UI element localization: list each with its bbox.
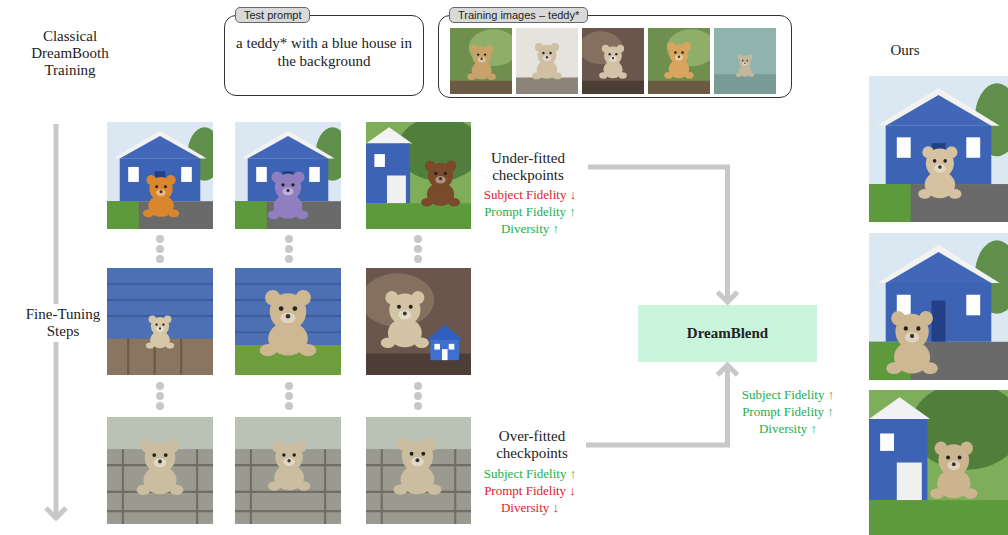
metric-note: Subject Fidelity ↑ [468, 465, 592, 482]
arrowhead [718, 292, 738, 302]
flow-arrow [588, 167, 738, 302]
tab-label: Test prompt [235, 7, 310, 23]
checkpoint-group: Under-fitted checkpoints [470, 148, 586, 186]
training-images [450, 28, 776, 94]
tab-label: Training images – teddy* [449, 7, 588, 23]
ellipsis-dots [156, 235, 422, 410]
column-heading: Ours [870, 42, 940, 59]
connector-line [588, 167, 728, 302]
metric-note: Diversity ↓ [468, 499, 592, 516]
group-label: Under-fitted checkpoints [470, 148, 586, 186]
metric-note: Subject Fidelity ↓ [468, 186, 592, 203]
checkpoint-images [107, 117, 482, 524]
result-images [869, 76, 1008, 535]
flow-arrow [586, 365, 738, 445]
prompt-text: a teddy* with a blue house in the backgr… [225, 16, 423, 78]
metric-note: Prompt Fidelity ↑ [468, 203, 592, 220]
checkpoint-group: Over-fitted checkpoints [480, 426, 584, 464]
connector-line [586, 365, 728, 445]
metric-note: Prompt Fidelity ↓ [468, 482, 592, 499]
metric-note: Prompt Fidelity ↑ [728, 403, 848, 420]
arrowhead [718, 365, 738, 375]
metric-note: Subject Fidelity ↑ [728, 386, 848, 403]
method-name: DreamBlend [683, 323, 772, 344]
method-box: DreamBlend [638, 305, 817, 362]
group-label: Over-fitted checkpoints [480, 426, 584, 464]
prompt-box: Test prompta teddy* with a blue house in… [224, 15, 424, 96]
figure-heading: Classical DreamBooth Training [10, 28, 130, 79]
training-images-box: Training images – teddy* [438, 15, 792, 98]
metric-note: Diversity ↑ [728, 420, 848, 437]
metric-note: Diversity ↑ [468, 220, 592, 237]
axis-label: Fine-Tuning Steps [20, 304, 106, 342]
